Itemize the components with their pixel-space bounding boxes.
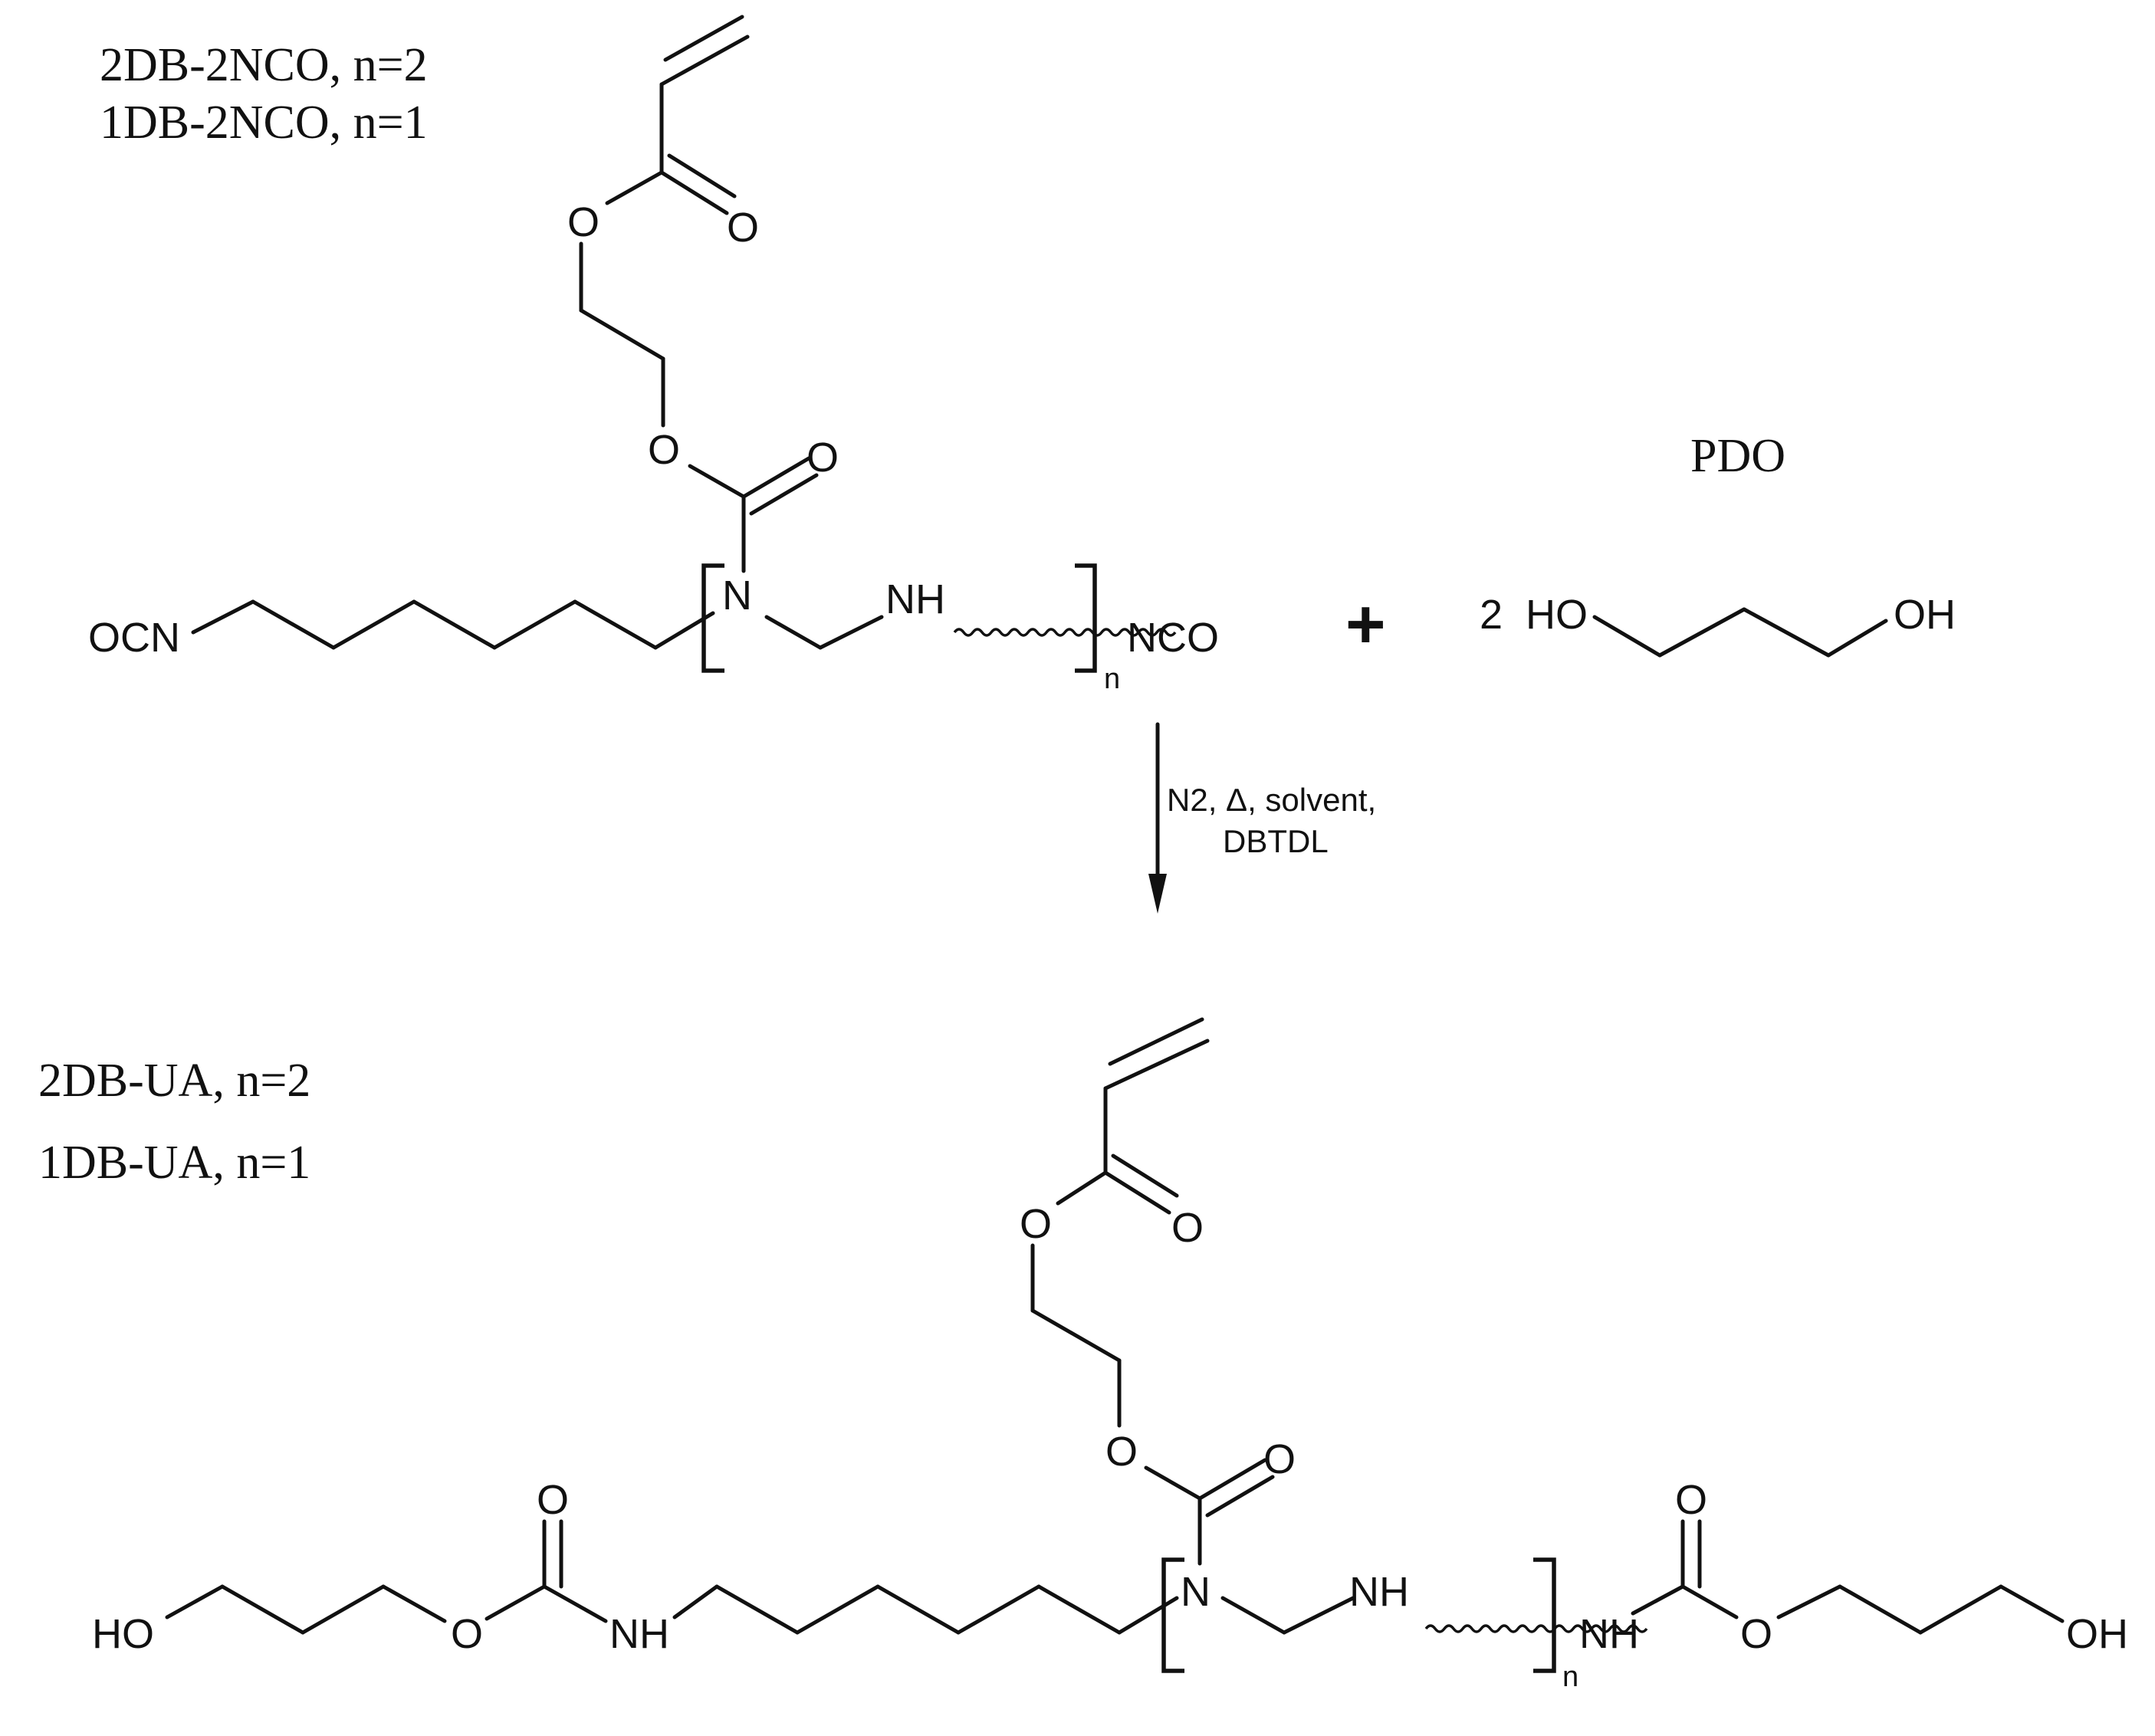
- conditions-line-1: N2, Δ, solvent,: [1167, 782, 1376, 818]
- reactant-ester-o-1: O: [567, 199, 600, 245]
- product-ho-group: HO: [92, 1611, 154, 1657]
- plus-sign: +: [1345, 586, 1386, 663]
- reactant-nco-group: NCO: [1127, 615, 1219, 661]
- reactant-diisocyanate-structure: OCN N NH n NCO O O O O: [88, 15, 1219, 695]
- reactant-carbonyl-o-2: O: [806, 435, 839, 481]
- reactant-label-2db-2nco: 2DB-2NCO, n=2: [100, 39, 428, 91]
- product-nh-right: NH: [1579, 1611, 1639, 1657]
- reactant-repeat-count-n: n: [1104, 663, 1120, 695]
- product-carbonyl-o-left: O: [537, 1477, 569, 1523]
- product-carbamate-ester-o: O: [1105, 1429, 1138, 1475]
- conditions-line-2: DBTDL: [1223, 823, 1329, 859]
- product-ester-o-right: O: [1740, 1611, 1772, 1657]
- product-repeat-n-atom: N: [1181, 1569, 1211, 1615]
- product-acrylate-carbonyl-o: O: [1171, 1205, 1204, 1251]
- reactant-ocn-group: OCN: [88, 615, 180, 661]
- pdo-structure: 2 HO OH: [1480, 592, 1956, 658]
- product-urethane-acrylate-structure: HO O O NH N NH n NH O O OH O O O O: [92, 1017, 2128, 1693]
- product-ester-o-left: O: [451, 1611, 483, 1657]
- pdo-oh-group: OH: [1894, 592, 1956, 638]
- pdo-stoich-2: 2: [1480, 592, 1503, 638]
- product-acrylate-ester-o: O: [1020, 1201, 1052, 1247]
- product-carbamate-carbonyl-o: O: [1263, 1436, 1296, 1482]
- reactant-label-1db-2nco: 1DB-2NCO, n=1: [100, 97, 428, 149]
- product-carbonyl-o-right: O: [1675, 1477, 1707, 1523]
- reactant-ester-o-2: O: [648, 427, 680, 473]
- product-repeat-count-n: n: [1562, 1661, 1578, 1693]
- product-nh-left: NH: [609, 1611, 669, 1657]
- reactant-carbonyl-o-1: O: [727, 205, 759, 251]
- product-label-1db-ua: 1DB-UA, n=1: [38, 1137, 310, 1189]
- pdo-ho-group: HO: [1526, 592, 1588, 638]
- pdo-label: PDO: [1690, 430, 1785, 482]
- reactant-repeat-n-atom: N: [722, 573, 752, 619]
- product-oh-group: OH: [2066, 1611, 2128, 1657]
- reactant-repeat-nh-atom: NH: [885, 576, 945, 622]
- reaction-arrow: [1148, 722, 1167, 914]
- product-repeat-nh-atom: NH: [1349, 1569, 1409, 1615]
- product-label-2db-ua: 2DB-UA, n=2: [38, 1055, 310, 1107]
